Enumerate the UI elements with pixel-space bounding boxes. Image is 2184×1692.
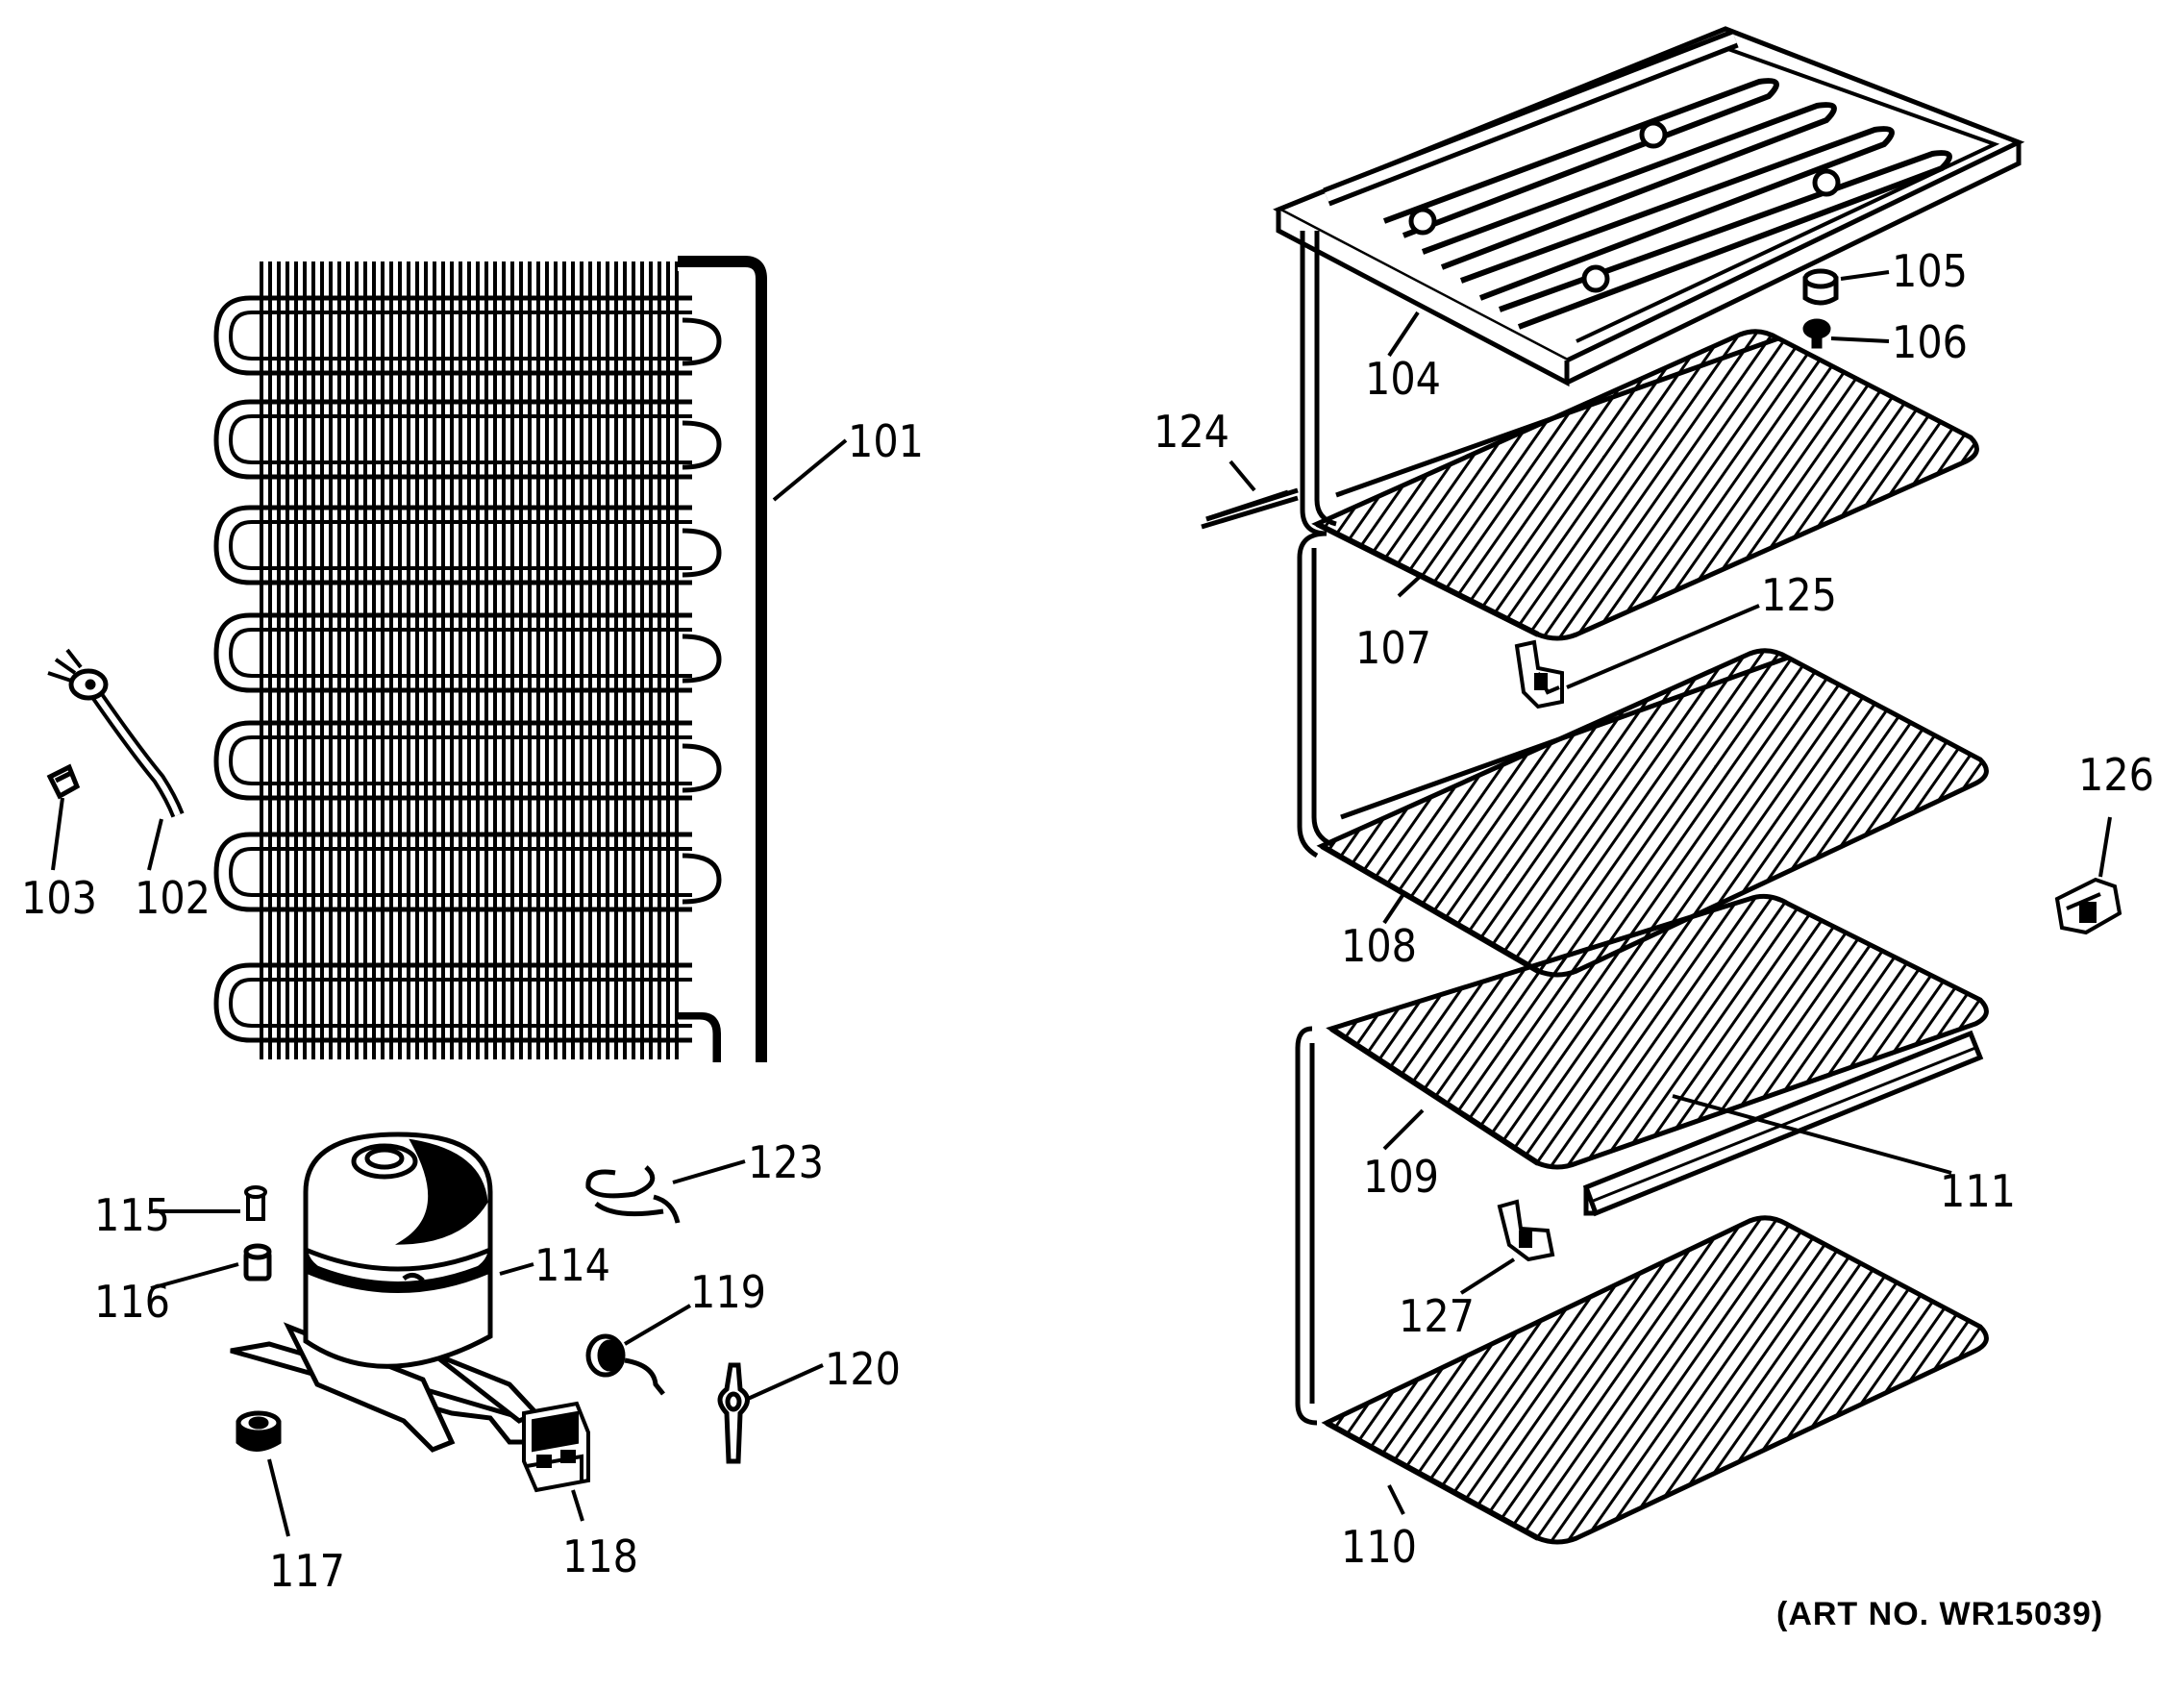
capillary-tube xyxy=(1205,489,1289,522)
rubber-mount xyxy=(236,1410,282,1452)
thermostat-bracket xyxy=(2054,877,2122,935)
cap xyxy=(1802,268,1839,306)
mounting-bolt xyxy=(244,1185,267,1221)
label-114: 114 xyxy=(534,1239,610,1291)
evaporator-shelf-107 xyxy=(1311,329,1979,641)
screw xyxy=(1802,318,1831,349)
condenser-coil xyxy=(213,256,767,1062)
grommet xyxy=(243,1243,272,1281)
wire-clip xyxy=(585,1165,681,1224)
label-119: 119 xyxy=(690,1266,766,1318)
label-107: 107 xyxy=(1355,622,1431,674)
label-125: 125 xyxy=(1761,569,1837,621)
start-relay xyxy=(522,1401,590,1493)
freezer-plate xyxy=(1273,26,2025,387)
label-101: 101 xyxy=(848,415,924,467)
terminal-clip xyxy=(717,1362,750,1464)
label-120: 120 xyxy=(825,1343,901,1395)
label-106: 106 xyxy=(1892,316,1968,368)
label-127: 127 xyxy=(1399,1290,1475,1342)
part-labels: 101 102 103 104 105 106 107 108 109 110 … xyxy=(21,245,2154,1597)
leader-lines xyxy=(51,270,2112,1537)
label-103: 103 xyxy=(21,872,97,924)
label-118: 118 xyxy=(562,1530,638,1582)
label-104: 104 xyxy=(1365,353,1441,405)
label-110: 110 xyxy=(1341,1521,1417,1573)
shelf-clip-127 xyxy=(1497,1199,1555,1262)
label-109: 109 xyxy=(1363,1151,1439,1203)
label-126: 126 xyxy=(2078,749,2154,801)
label-123: 123 xyxy=(748,1136,824,1188)
label-117: 117 xyxy=(269,1545,345,1597)
label-102: 102 xyxy=(135,872,211,924)
label-116: 116 xyxy=(94,1276,170,1328)
shelf-clip-125 xyxy=(1514,639,1564,709)
art-number: (ART NO. WR15039) xyxy=(1776,1596,2104,1632)
compressor xyxy=(230,1132,542,1453)
evaporator-shelf-109 xyxy=(1326,893,1989,1170)
label-124: 124 xyxy=(1154,406,1229,458)
wire-connector xyxy=(46,763,81,800)
label-105: 105 xyxy=(1892,245,1968,297)
label-111: 111 xyxy=(1940,1165,2016,1217)
evaporator-shelf-110 xyxy=(1321,1215,1989,1545)
label-108: 108 xyxy=(1341,920,1417,972)
overload-protector xyxy=(585,1333,665,1396)
power-cord xyxy=(47,648,185,818)
label-115: 115 xyxy=(94,1189,170,1241)
